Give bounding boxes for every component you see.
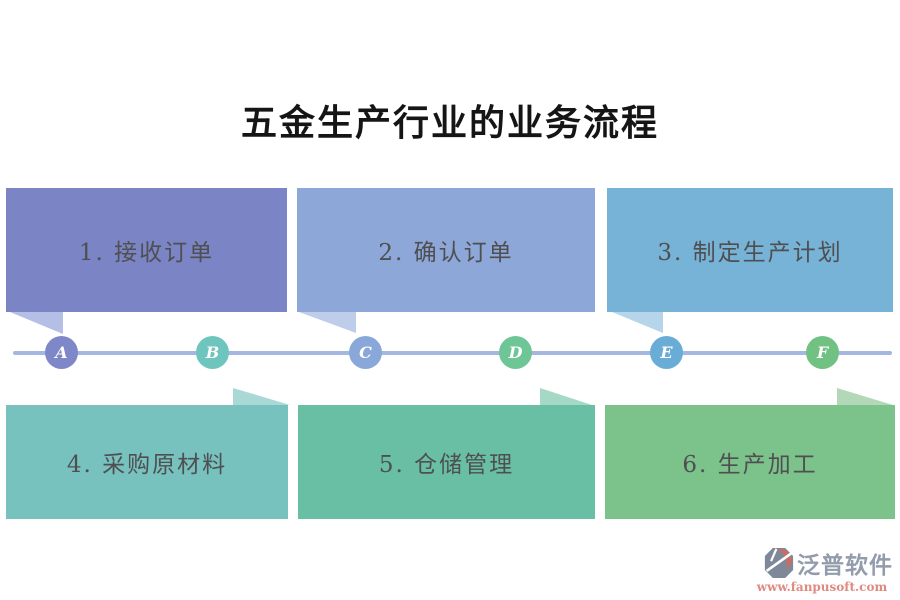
callout-tail-5 [540, 388, 592, 405]
node-letter: F [816, 343, 829, 362]
callout-tail-3 [612, 312, 663, 333]
step-box-4-purchase-materials: 4. 采购原材料 [6, 405, 288, 519]
step-label: 4. 采购原材料 [66, 452, 228, 478]
timeline-node-c: C [349, 336, 382, 369]
node-letter: C [359, 343, 372, 362]
node-letter: B [205, 343, 220, 362]
timeline-node-e: E [650, 336, 683, 369]
step-label: 3. 制定生产计划 [657, 240, 843, 266]
step-box-5-warehouse-management: 5. 仓储管理 [298, 405, 595, 519]
step-box-6-production-processing: 6. 生产加工 [605, 405, 895, 519]
step-box-1-receive-order: 1. 接收订单 [6, 188, 287, 312]
brand-watermark: 泛普软件 www.fanpusoft.com [751, 546, 893, 594]
brand-url: www.fanpusoft.com [756, 580, 888, 594]
step-label: 5. 仓储管理 [378, 452, 515, 478]
callout-tail-6 [837, 388, 893, 405]
fanpu-logo-icon [764, 547, 794, 579]
callout-tail-4 [233, 388, 290, 405]
step-label: 1. 接收订单 [78, 240, 215, 266]
timeline-node-b: B [196, 336, 229, 369]
timeline-line [13, 351, 892, 355]
timeline-node-d: D [499, 336, 532, 369]
node-letter: D [508, 343, 523, 362]
node-letter: E [660, 343, 673, 362]
timeline-node-f: F [806, 336, 839, 369]
callout-tail-1 [10, 312, 63, 334]
step-label: 6. 生产加工 [682, 452, 818, 478]
node-letter: A [55, 343, 68, 362]
step-box-3-production-plan: 3. 制定生产计划 [607, 188, 893, 312]
timeline-node-a: A [45, 336, 78, 369]
brand-name: 泛普软件 [797, 552, 893, 579]
step-label: 2. 确认订单 [378, 240, 514, 266]
step-box-2-confirm-order: 2. 确认订单 [297, 188, 595, 312]
callout-tail-2 [299, 312, 356, 333]
page-title: 五金生产行业的业务流程 [240, 102, 659, 144]
